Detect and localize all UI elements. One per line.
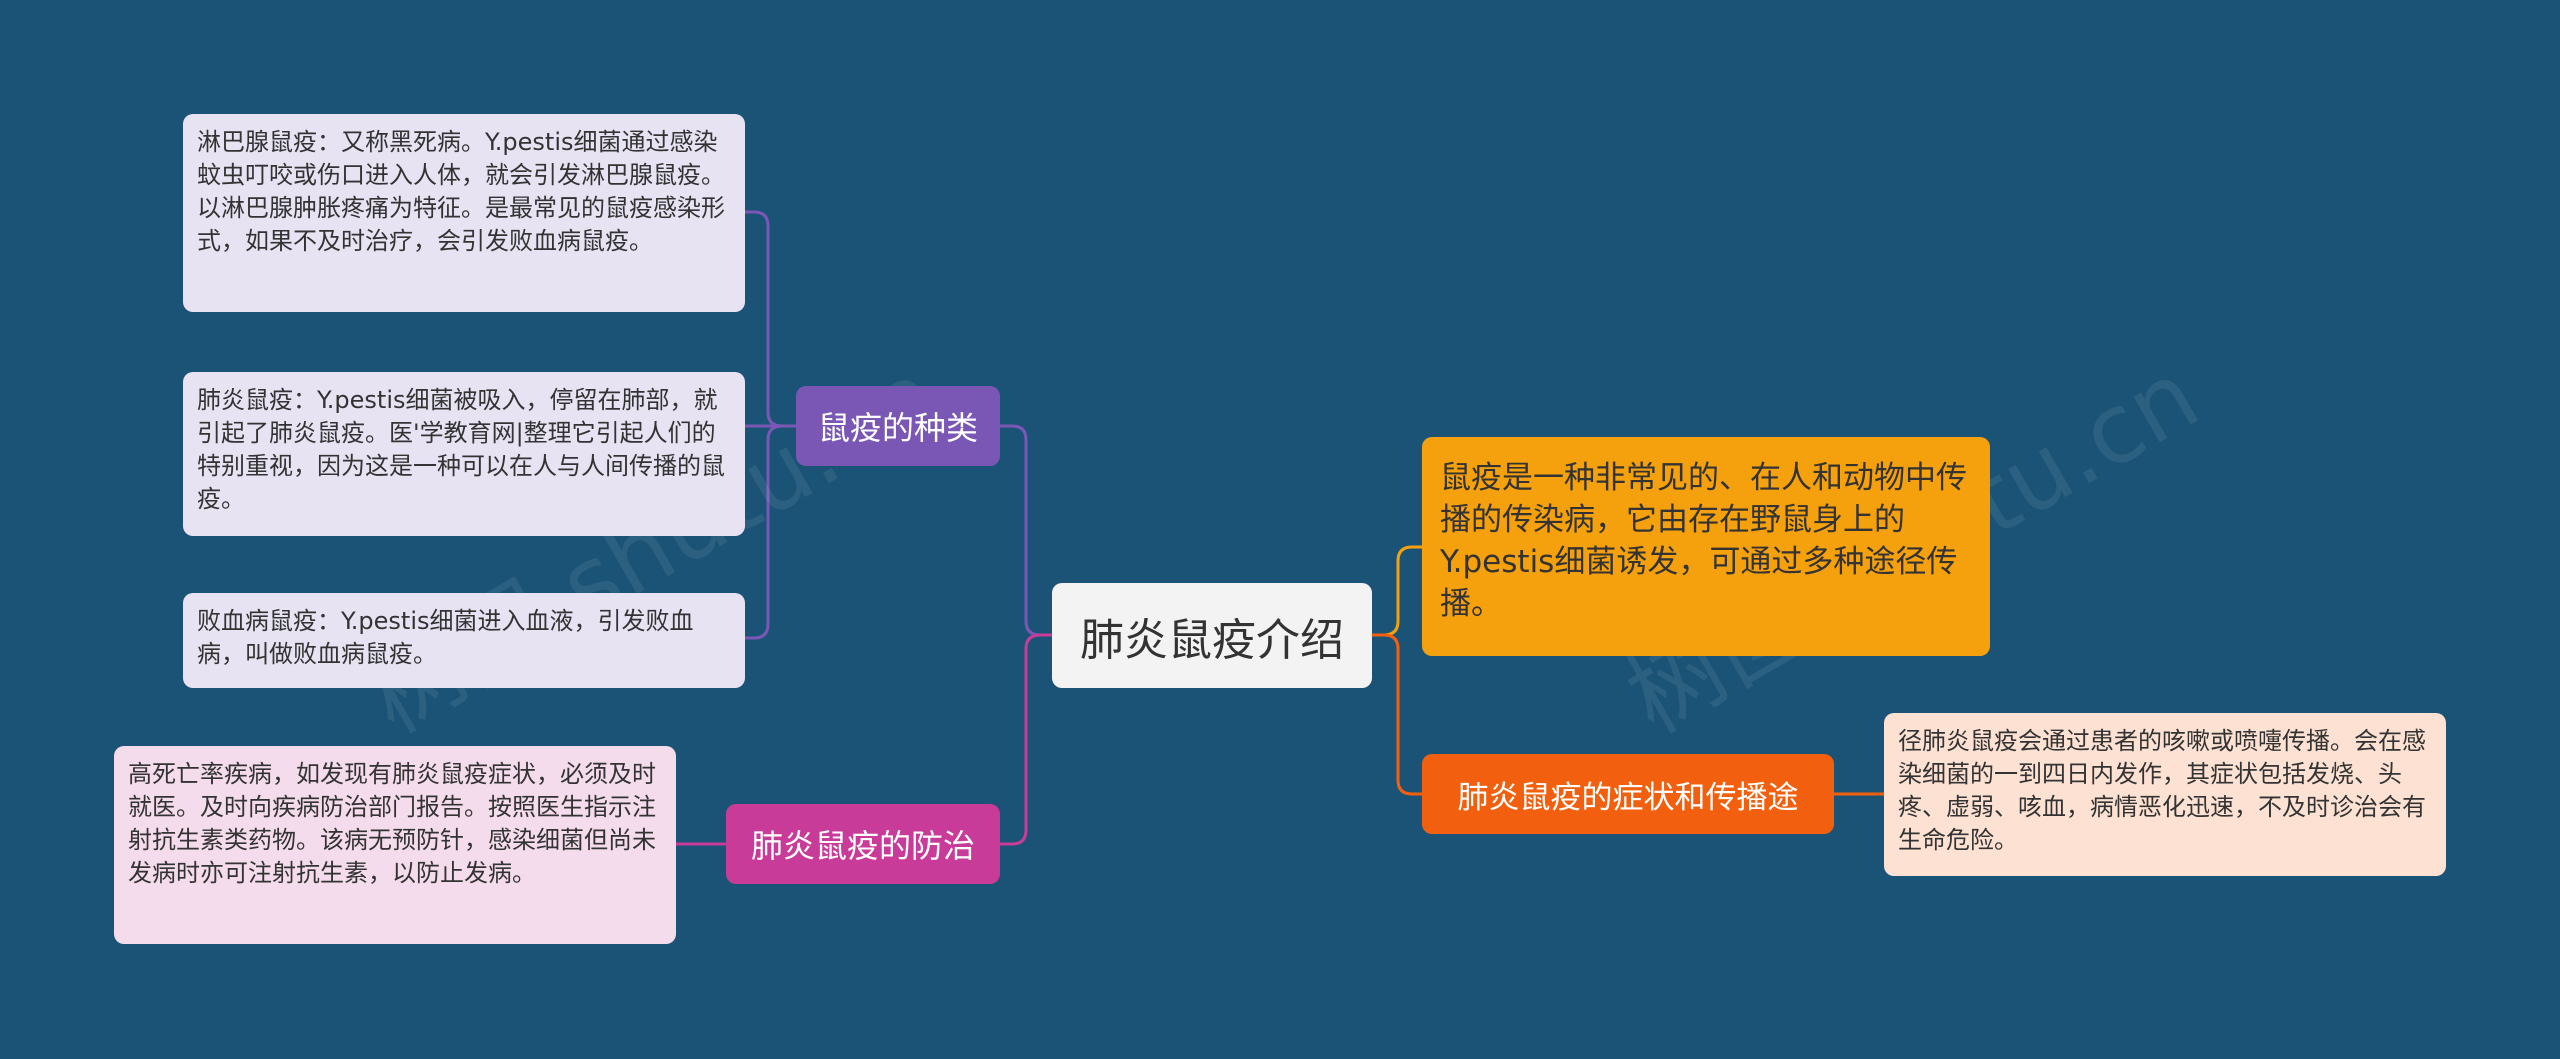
branch-prevention[interactable]: 肺炎鼠疫的防治 [726,804,1000,884]
leaf-septicemic-plague[interactable]: 败血病鼠疫：Y.pestis细菌进入血液，引发败血病，叫做败血病鼠疫。 [183,593,745,688]
leaf-pneumonic-plague[interactable]: 肺炎鼠疫：Y.pestis细菌被吸入，停留在肺部，就引起了肺炎鼠疫。医'学教育网… [183,372,745,536]
link-root-intro [1372,545,1422,637]
link-root-prevention [1000,633,1052,846]
link-types-leaf1 [745,210,796,428]
branch-intro[interactable]: 鼠疫是一种非常见的、在人和动物中传播的传染病，它由存在野鼠身上的Y.pestis… [1422,437,1990,656]
link-root-symptoms [1372,633,1422,796]
leaf-prevention-detail[interactable]: 高死亡率疾病，如发现有肺炎鼠疫症状，必须及时就医。及时向疾病防治部门报告。按照医… [114,746,676,944]
leaf-symptoms-detail[interactable]: 径肺炎鼠疫会通过患者的咳嗽或喷嚏传播。会在感染细菌的一到四日内发作，其症状包括发… [1884,713,2446,876]
link-types-leaf3 [745,424,796,640]
root-node[interactable]: 肺炎鼠疫介绍 [1052,583,1372,688]
leaf-bubonic-plague[interactable]: 淋巴腺鼠疫：又称黑死病。Y.pestis细菌通过感染蚊虫叮咬或伤口进入人体，就会… [183,114,745,312]
link-root-types [1000,424,1052,637]
branch-symptoms[interactable]: 肺炎鼠疫的症状和传播途 [1422,754,1834,834]
branch-types[interactable]: 鼠疫的种类 [796,386,1000,466]
